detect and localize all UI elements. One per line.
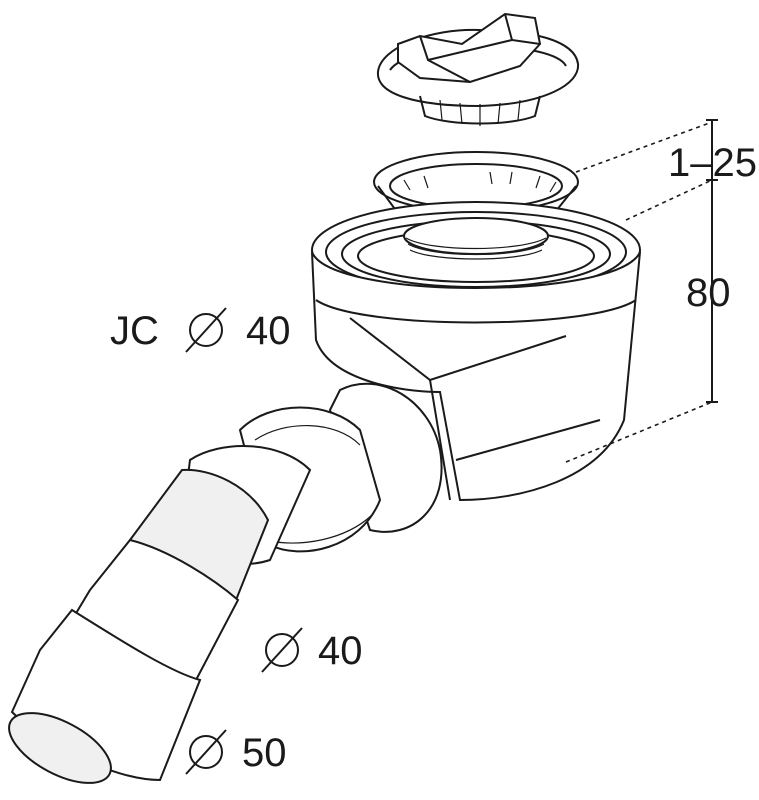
dimension-label-height-range: 1–25 [668,141,757,185]
trap-body [311,201,641,502]
label-jc-diameter: 40 [246,309,291,353]
diameter-icon [185,729,227,775]
diameter-icon [261,627,303,673]
label-pipe-diameter-inner: 40 [318,629,363,673]
drain-cover-cap [376,12,580,126]
label-jc: JC [110,309,159,353]
label-pipe-diameter-outer: 50 [242,731,287,775]
diameter-icon [185,307,227,353]
dimension-lines [565,119,718,463]
outlet-pipe-assembly [8,382,443,784]
dimension-label-height-total: 80 [686,271,731,315]
